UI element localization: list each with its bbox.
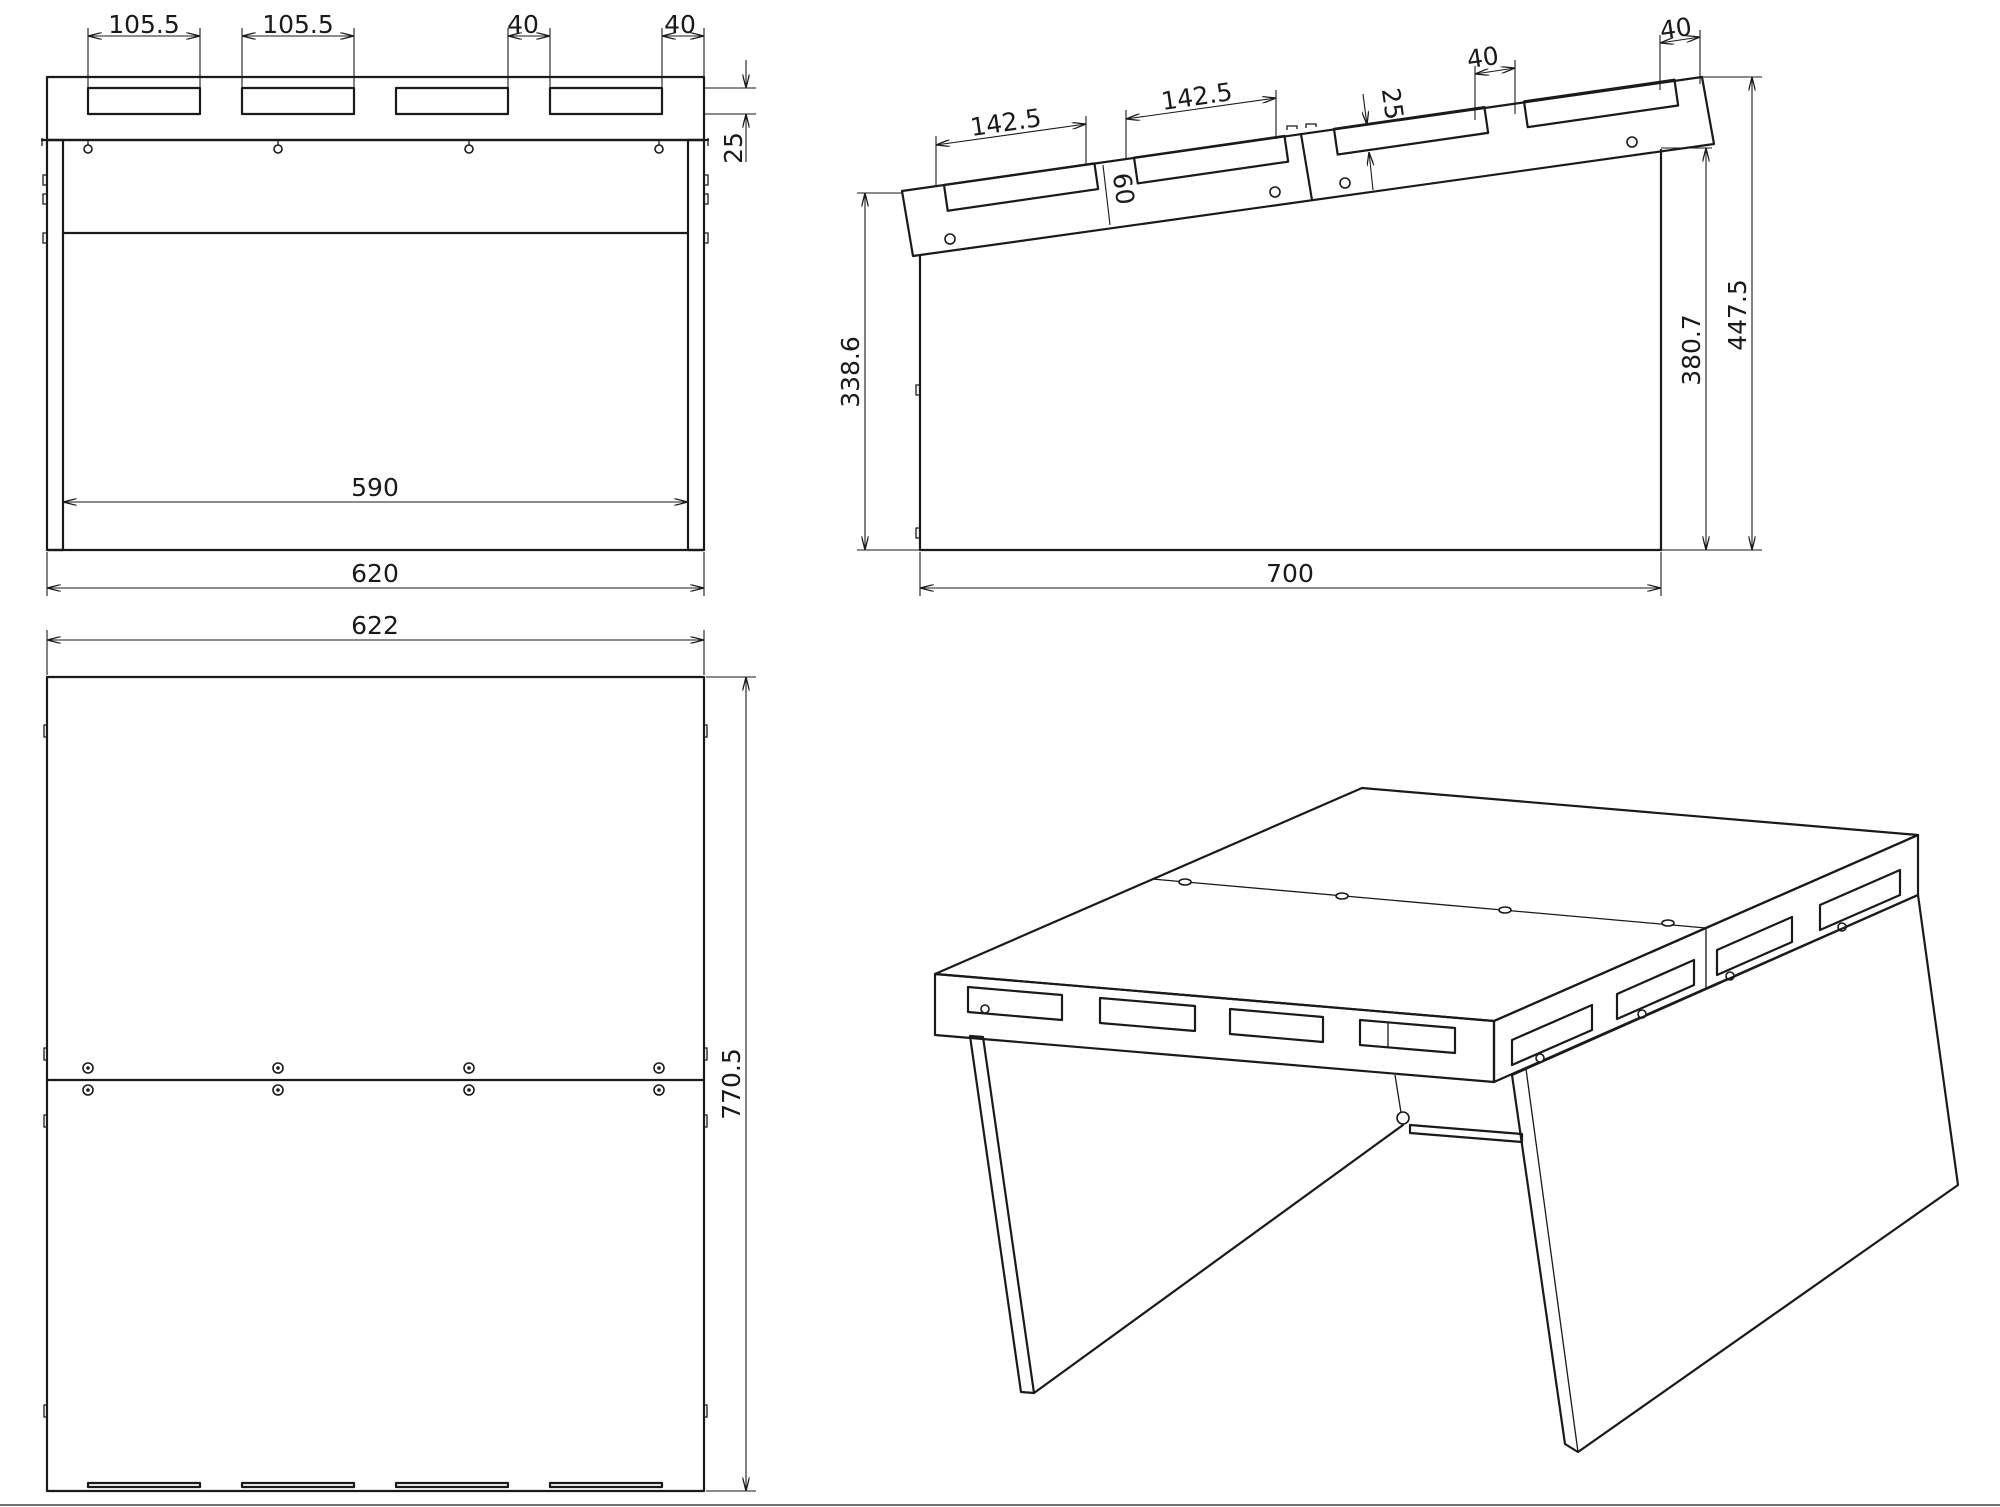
front-slot [240,86,356,116]
bolt-icon [82,1062,94,1096]
dim-label: 40 [507,10,539,39]
side-slot [1522,78,1680,129]
bolt-icon [980,1004,990,1014]
side-slot [942,162,1100,212]
front-slot [394,86,510,116]
dim-label: 40 [1465,41,1501,74]
dim-label: 447.5 [1723,279,1752,351]
dim-label: 40 [664,10,696,39]
bolt-icon [944,233,956,245]
dim-label: 105.5 [108,10,180,39]
isometric-view [933,786,1960,1454]
dim-label: 622 [351,611,399,640]
bolt-icon [1626,136,1638,148]
dim-label: 380.7 [1677,314,1706,386]
fastener-icon [83,140,93,154]
dim-label: 40 [1658,12,1694,45]
dim-label: 25 [719,132,748,164]
bolt-icon [272,1062,284,1096]
bolt-icon [1269,186,1281,198]
dim-label: 338.6 [836,336,865,408]
dim-label: 700 [1266,559,1314,588]
fastener-icon [464,140,474,154]
dim-label: 142.5 [968,103,1043,142]
dim-label: 105.5 [262,10,334,39]
dim-label: 620 [351,559,399,588]
bolt-icon [653,1062,665,1096]
fastener-icon [273,140,283,154]
dim-label: 590 [351,473,399,502]
front-view: 105.5 105.5 40 40 25 590 620 [40,10,756,596]
dim-label: 60 [1107,171,1140,207]
front-slot [86,86,202,116]
side-slot [1132,134,1290,185]
top-view: 622 770.5 [43,611,756,1493]
side-slot [1332,106,1490,156]
fastener-icon [654,140,664,154]
dim-label: 770.5 [717,1048,746,1120]
dim-label: 142.5 [1159,77,1234,116]
front-slot [548,86,664,116]
bolt-icon [463,1062,475,1096]
bolt-icon [1339,177,1351,189]
side-view: 142.5 142.5 40 40 25 60 338.6 380.7 [836,12,1762,596]
dim-label: 25 [1376,86,1409,122]
